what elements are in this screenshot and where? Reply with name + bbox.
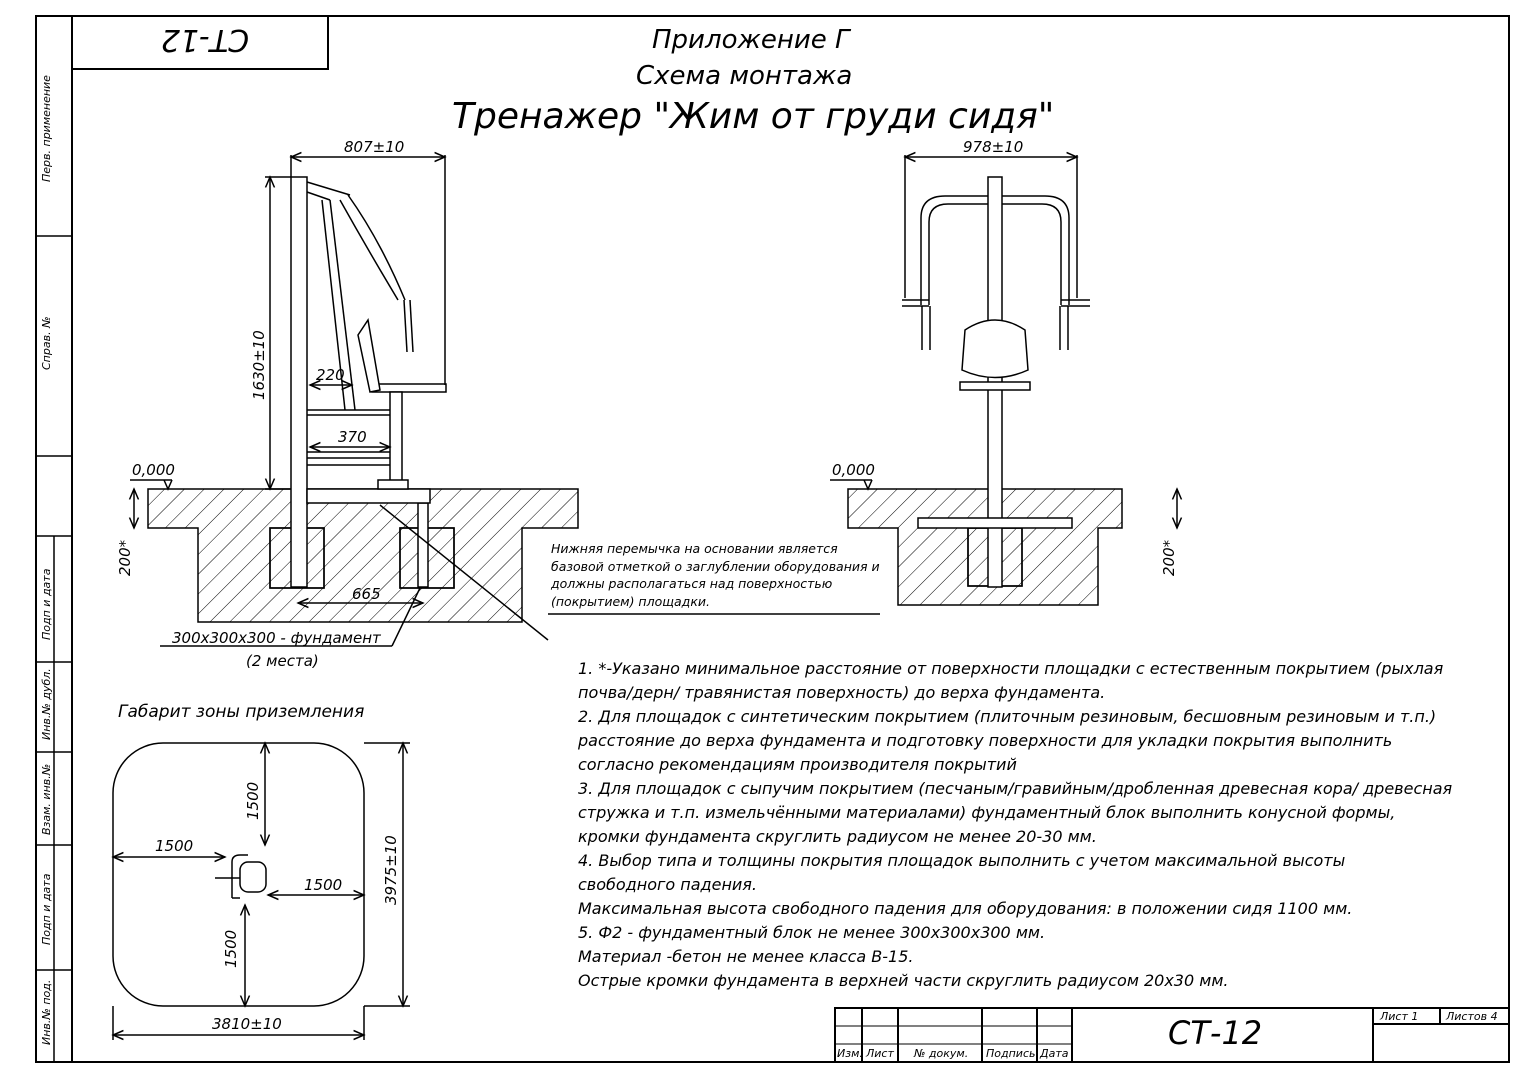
- side-label-inv-dubl: Инв.№ дубл.: [40, 668, 53, 740]
- callout-line: должны располагаться над поверхностью: [551, 576, 833, 591]
- tb-list: Лист: [866, 1047, 894, 1060]
- callout-line: Нижняя перемычка на основании является: [551, 541, 838, 556]
- page-title: Тренажер "Жим от груди сидя": [452, 96, 1055, 137]
- side-width-dim: 807±10: [344, 138, 405, 156]
- tb-izm: Изм.: [837, 1047, 863, 1060]
- side-height-dim: 1630±10: [250, 330, 268, 400]
- tb-data: Дата: [1040, 1047, 1069, 1060]
- side-label-podp-1: Подп и дата: [40, 568, 53, 640]
- side-label-sprav: Справ. №: [40, 316, 53, 370]
- callout-note: Нижняя перемычка на основании является б…: [551, 540, 880, 610]
- tb-sheets: Листов 4: [1446, 1010, 1498, 1023]
- zone-bottom-dim: 1500: [222, 929, 240, 968]
- front-depth-dim: 200*: [1160, 539, 1178, 576]
- side-label-vzam: Взам. инв.№: [40, 763, 53, 835]
- tb-podpis: Подпись: [986, 1047, 1036, 1060]
- tb-sheet: Лист 1: [1380, 1010, 1419, 1023]
- appendix-label: Приложение Г: [652, 25, 850, 55]
- note-line: 3. Для площадок с сыпучим покрытием (пес…: [578, 779, 1453, 798]
- note-line: 2. Для площадок с синтетическим покрытие…: [578, 707, 1437, 726]
- note-line: 5. Ф2 - фундаментный блок не менее 300х3…: [578, 923, 1046, 942]
- dim-220: 220: [316, 366, 345, 384]
- inner-frame: [71, 15, 1510, 1063]
- tb-code: СТ-12: [1168, 1014, 1263, 1052]
- note-line: кромки фундамента скруглить радиусом не …: [578, 827, 1097, 846]
- title-block: [834, 1007, 1510, 1063]
- side-label-podp-2: Подп и дата: [40, 873, 53, 945]
- front-width-dim: 978±10: [963, 138, 1024, 156]
- note-line: Острые кромки фундамента в верхней части…: [578, 971, 1229, 990]
- corner-code-box: [71, 15, 329, 70]
- note-line: согласно рекомендациям производителя пок…: [578, 755, 1017, 774]
- zone-height-dim: 3975±10: [382, 835, 400, 905]
- note-line: расстояние до верха фундамента и подгото…: [578, 731, 1393, 750]
- note-line: 1. *-Указано минимальное расстояние от п…: [578, 659, 1444, 678]
- note-line: свободного падения.: [578, 875, 758, 894]
- zone-right-dim: 1500: [304, 876, 343, 894]
- dim-370: 370: [338, 428, 367, 446]
- note-line: почва/дерн/ травянистая поверхность) до …: [578, 683, 1106, 702]
- side-label-perv: Перв. применение: [40, 75, 53, 182]
- note-line: Материал -бетон не менее класса В-15.: [578, 947, 914, 966]
- callout-line: базовой отметкой о заглублении оборудова…: [551, 558, 880, 574]
- zone-left-dim: 1500: [155, 837, 194, 855]
- corner-code: СТ-12: [160, 22, 250, 57]
- note-line: стружка и т.п. измельчёнными материалами…: [578, 803, 1396, 822]
- side-view: [130, 155, 880, 647]
- notes-block: 1. *-Указано минимальное расстояние от п…: [578, 657, 1452, 993]
- callout-line: (покрытием) площадки.: [551, 593, 710, 609]
- side-level: 0,000: [132, 461, 175, 479]
- foundation-label: 300х300х300 - фундамент: [172, 629, 381, 647]
- front-view: [830, 155, 1177, 606]
- side-stamp: [36, 235, 72, 1062]
- zone-title: Габарит зоны приземления: [118, 702, 365, 722]
- note-line: Максимальная высота свободного падения д…: [578, 899, 1353, 918]
- foundation-count: (2 места): [246, 652, 319, 670]
- dim-665: 665: [352, 585, 381, 603]
- scheme-label: Схема монтажа: [636, 61, 853, 91]
- zone-top-dim: 1500: [244, 781, 262, 820]
- note-line: 4. Выбор типа и толщины покрытия площадо…: [578, 851, 1346, 870]
- zone-width-dim: 3810±10: [212, 1015, 282, 1033]
- tb-dokum: № докум.: [914, 1047, 969, 1060]
- front-level: 0,000: [832, 461, 875, 479]
- side-depth-dim: 200*: [116, 539, 134, 576]
- landing-zone: [113, 743, 410, 1040]
- side-label-inv-pod: Инв.№ под.: [40, 979, 53, 1045]
